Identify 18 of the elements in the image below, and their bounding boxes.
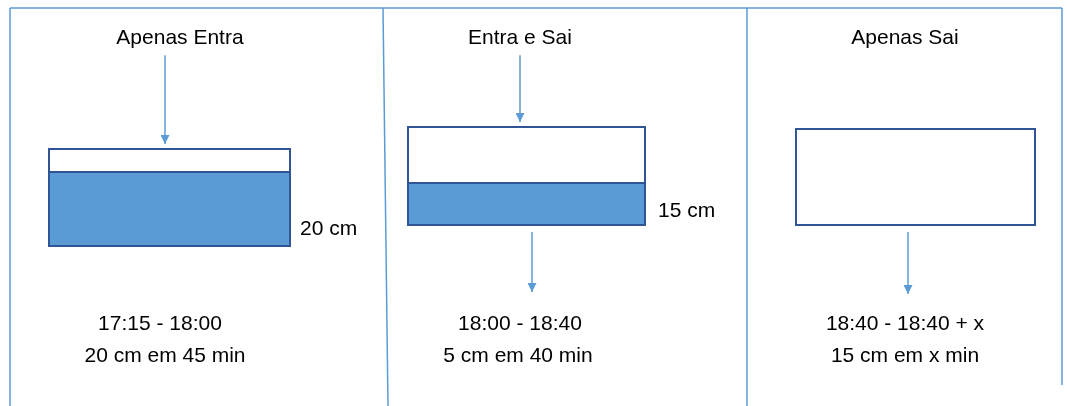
arrow xyxy=(515,54,525,123)
height-label: 20 cm xyxy=(300,215,358,241)
heading-text: Apenas Sai xyxy=(851,24,959,50)
water-tank-drawing xyxy=(48,148,291,247)
time-label: 18:00 - 18:40 xyxy=(458,310,582,336)
time-label: 18:40 - 18:40 + x xyxy=(825,310,985,336)
time-label: 20 cm em 45 min xyxy=(84,342,246,368)
heading-text: Apenas Entra xyxy=(116,24,244,50)
heading-text: Entra e Sai xyxy=(468,24,572,50)
arrow xyxy=(903,231,913,295)
water-tank-drawing xyxy=(795,128,1036,226)
arrow xyxy=(527,231,537,293)
arrow xyxy=(160,54,170,145)
time-label: 5 cm em 40 min xyxy=(443,342,593,368)
time-label: 17:15 - 18:00 xyxy=(98,310,222,336)
time-label: 15 cm em x min xyxy=(830,342,980,368)
height-label: 15 cm xyxy=(658,197,716,223)
water-tank-drawing xyxy=(407,126,646,226)
